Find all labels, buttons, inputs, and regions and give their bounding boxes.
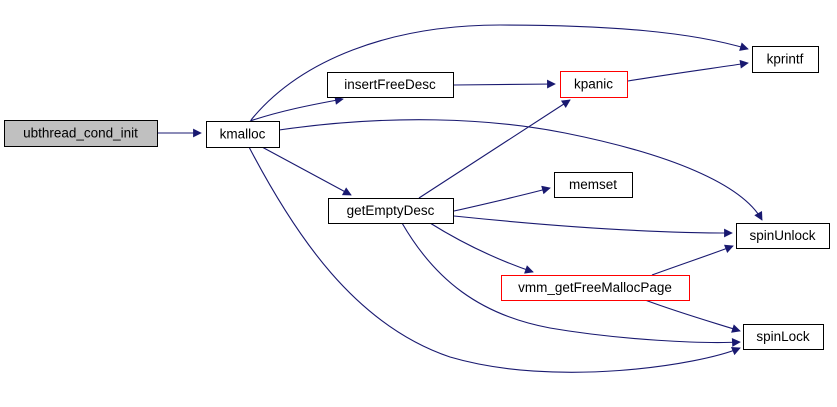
edge-getEmptyDesc-to-kpanic: [418, 99, 571, 199]
node-label-vmm_getFreeMallocPage: vmm_getFreeMallocPage: [518, 280, 672, 295]
edge-insertFreeDesc-to-kpanic: [453, 79, 556, 89]
edge-kmalloc-to-getEmptyDesc: [261, 146, 352, 196]
node-box-getEmptyDesc[interactable]: [328, 198, 454, 224]
node-box-kmalloc[interactable]: [206, 121, 280, 148]
node-box-spinLock[interactable]: [743, 324, 824, 350]
edge-getEmptyDesc-to-vmm_getFreeMallocPage: [429, 222, 534, 274]
node-ubthread_cond_init: ubthread_cond_init: [4, 120, 158, 147]
node-label-kmalloc: kmalloc: [220, 127, 266, 142]
node-memset[interactable]: memset: [554, 172, 633, 198]
edge-getEmptyDesc-to-memset: [453, 185, 551, 212]
node-box-ubthread_cond_init: [4, 120, 158, 147]
node-vmm_getFreeMallocPage[interactable]: vmm_getFreeMallocPage: [501, 275, 690, 301]
node-label-ubthread_cond_init: ubthread_cond_init: [23, 126, 138, 141]
edge-vmm_getFreeMallocPage-to-spinUnlock: [651, 244, 734, 276]
node-box-kprintf[interactable]: [752, 46, 819, 73]
edge-vmm_getFreeMallocPage-to-spinLock: [644, 299, 741, 333]
node-box-memset[interactable]: [554, 172, 633, 198]
node-kprintf[interactable]: kprintf: [752, 46, 819, 73]
edge-kpanic-to-kprintf: [627, 59, 749, 82]
node-label-memset: memset: [569, 177, 617, 192]
node-box-insertFreeDesc[interactable]: [327, 72, 454, 98]
edge-getEmptyDesc-to-spinLock: [401, 222, 741, 347]
edge-kmalloc-to-insertFreeDesc: [249, 96, 344, 122]
node-box-spinUnlock[interactable]: [736, 223, 830, 249]
node-kmalloc[interactable]: kmalloc: [206, 121, 280, 148]
node-insertFreeDesc[interactable]: insertFreeDesc: [327, 72, 454, 98]
edge-kmalloc-to-spinLock: [248, 146, 741, 373]
node-label-getEmptyDesc: getEmptyDesc: [347, 203, 435, 218]
node-box-kpanic[interactable]: [560, 71, 628, 98]
node-label-spinLock: spinLock: [756, 329, 810, 344]
edge-getEmptyDesc-to-spinUnlock: [453, 215, 733, 238]
node-spinLock[interactable]: spinLock: [743, 324, 824, 350]
node-box-vmm_getFreeMallocPage[interactable]: [501, 275, 690, 301]
node-label-kpanic: kpanic: [574, 77, 613, 92]
node-getEmptyDesc[interactable]: getEmptyDesc: [328, 198, 454, 224]
node-label-spinUnlock: spinUnlock: [749, 228, 815, 243]
edge-kmalloc-to-spinUnlock: [278, 119, 763, 221]
node-kpanic[interactable]: kpanic: [560, 71, 628, 98]
edge-kmalloc-to-kprintf: [250, 24, 749, 121]
node-spinUnlock[interactable]: spinUnlock: [736, 223, 830, 249]
node-label-insertFreeDesc: insertFreeDesc: [344, 77, 436, 92]
node-label-kprintf: kprintf: [767, 52, 804, 67]
